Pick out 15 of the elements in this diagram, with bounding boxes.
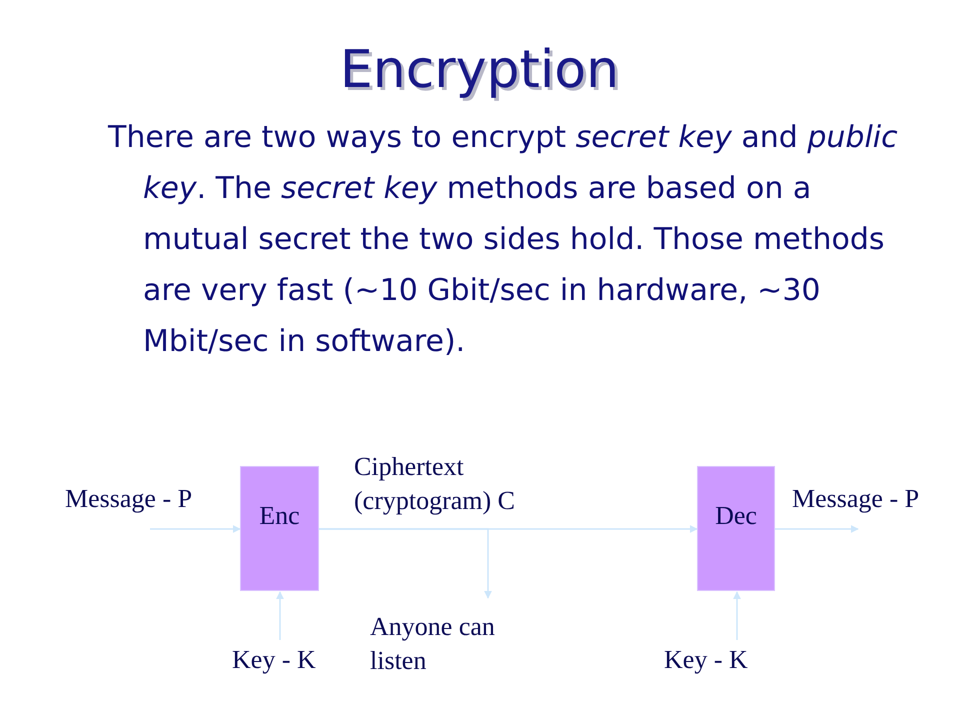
- arrow: [150, 525, 241, 533]
- arrow: [276, 591, 284, 640]
- arrow: [319, 528, 492, 599]
- eavesdropper-note: Anyone can listen: [370, 610, 530, 680]
- input-label: Message - P: [65, 482, 193, 552]
- arrow: [733, 591, 741, 640]
- body-paragraph: There are two ways to encrypt secret key and public key. The secret key methods are based on a mutual secret the two sides hold. Those methods are very fast (~10 Gbit/sec in hardware, ~30 Mbit/sec in software).: [108, 119, 899, 361]
- decryption-box: Dec: [697, 466, 775, 591]
- output-label: Message - P: [792, 482, 920, 552]
- slide-title: Encryption: [338, 40, 620, 100]
- edge-label: Ciphertext (cryptogram) C: [354, 451, 516, 517]
- key-label: Key - K: [232, 643, 332, 679]
- key-label: Key - K: [664, 643, 764, 679]
- arrow: [775, 525, 859, 533]
- encryption-box: Enc: [240, 466, 319, 591]
